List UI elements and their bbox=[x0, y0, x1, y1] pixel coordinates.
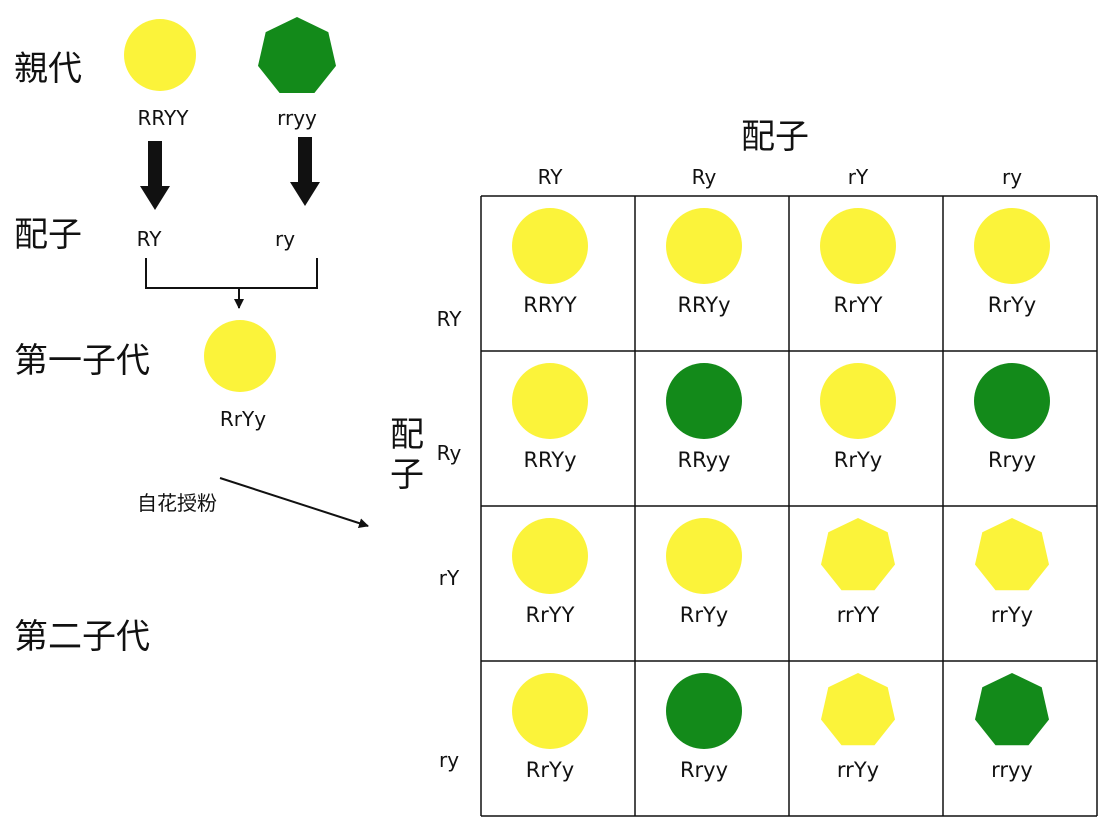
column-header: rY bbox=[848, 165, 869, 189]
gamete-join-bracket bbox=[145, 258, 318, 289]
cell-genotype: Rryy bbox=[988, 448, 1036, 472]
cell-genotype: RRYY bbox=[523, 293, 577, 317]
cell-genotype: rrYy bbox=[991, 603, 1033, 627]
row-header: RY bbox=[437, 307, 463, 331]
parent-generation-label: 親代 bbox=[14, 49, 82, 89]
self-pollination-arrow bbox=[219, 477, 369, 528]
cell-genotype: rryy bbox=[991, 758, 1033, 782]
cell-genotype: RRYy bbox=[677, 293, 730, 317]
punnett-cell: RrYY bbox=[820, 208, 896, 317]
punnett-cell: RRYY bbox=[512, 208, 588, 317]
punnett-cell: Rryy bbox=[974, 363, 1050, 472]
row-headers: RY Ry rY ry bbox=[437, 307, 463, 772]
grid-lines bbox=[480, 195, 1098, 817]
wrinkled-seed-icon bbox=[821, 518, 895, 591]
parent1-seed bbox=[124, 19, 196, 91]
f1-seed bbox=[204, 320, 276, 392]
round-seed-icon bbox=[512, 208, 588, 284]
cell-genotype: RrYy bbox=[680, 603, 728, 627]
round-seed-icon bbox=[512, 363, 588, 439]
cell-genotype: rrYy bbox=[837, 758, 879, 782]
punnett-cell: RRyy bbox=[666, 363, 742, 472]
row-header: Ry bbox=[437, 441, 462, 465]
row-header: rY bbox=[439, 566, 460, 590]
cell-genotype: RrYy bbox=[526, 758, 574, 782]
parent1-genotype: RRYY bbox=[138, 106, 190, 130]
column-headers: RY Ry rY ry bbox=[538, 165, 1023, 189]
column-header: Ry bbox=[692, 165, 717, 189]
cell-genotype: rrYY bbox=[837, 603, 880, 627]
punnett-cell: RrYy bbox=[820, 363, 896, 472]
grid-side-title-top: 配 bbox=[390, 415, 424, 455]
column-header: RY bbox=[538, 165, 564, 189]
punnett-cell: rryy bbox=[975, 673, 1049, 782]
gamete1-label: RY bbox=[137, 227, 163, 251]
punnett-cell: rrYY bbox=[821, 518, 895, 627]
round-seed-icon bbox=[974, 208, 1050, 284]
punnett-cell: RRYy bbox=[666, 208, 742, 317]
f1-generation-label: 第一子代 bbox=[14, 341, 150, 381]
gamete-label: 配子 bbox=[14, 215, 82, 255]
punnett-cell: RrYY bbox=[512, 518, 588, 627]
column-header: ry bbox=[1002, 165, 1022, 189]
cell-genotype: RrYy bbox=[988, 293, 1036, 317]
grid-top-title: 配子 bbox=[741, 117, 809, 157]
punnett-cell: RrYy bbox=[974, 208, 1050, 317]
round-seed-icon bbox=[666, 208, 742, 284]
gamete2-label: ry bbox=[275, 227, 295, 251]
punnett-cell: rrYy bbox=[821, 673, 895, 782]
parent1-down-arrow bbox=[140, 141, 170, 210]
wrinkled-seed-icon bbox=[821, 673, 895, 746]
parent2-genotype: rryy bbox=[277, 106, 317, 130]
parent2-seed bbox=[258, 17, 336, 93]
wrinkled-seed-icon bbox=[975, 673, 1049, 746]
round-seed-icon bbox=[820, 208, 896, 284]
cell-genotype: RRyy bbox=[678, 448, 731, 472]
punnett-cell: RRYy bbox=[512, 363, 588, 472]
round-seed-icon bbox=[666, 673, 742, 749]
round-seed-icon bbox=[512, 673, 588, 749]
parent2-down-arrow bbox=[290, 137, 320, 206]
round-seed-icon bbox=[820, 363, 896, 439]
wrinkled-seed-icon bbox=[975, 518, 1049, 591]
cell-genotype: RrYY bbox=[834, 293, 883, 317]
self-pollination-label: 自花授粉 bbox=[137, 491, 217, 515]
f1-genotype: RrYy bbox=[220, 407, 266, 431]
round-seed-icon bbox=[666, 363, 742, 439]
round-seed-icon bbox=[974, 363, 1050, 439]
round-seed-icon bbox=[512, 518, 588, 594]
punnett-cell: RrYy bbox=[666, 518, 742, 627]
punnett-cell: Rryy bbox=[666, 673, 742, 782]
grid-side-title-bottom: 子 bbox=[390, 455, 424, 495]
cell-genotype: RrYy bbox=[834, 448, 882, 472]
punnett-cell: rrYy bbox=[975, 518, 1049, 627]
punnett-cell: RrYy bbox=[512, 673, 588, 782]
cell-genotype: RRYy bbox=[523, 448, 576, 472]
row-header: ry bbox=[439, 748, 459, 772]
round-seed-icon bbox=[666, 518, 742, 594]
cell-genotype: RrYY bbox=[526, 603, 575, 627]
cell-genotype: Rryy bbox=[680, 758, 728, 782]
f2-generation-label: 第二子代 bbox=[14, 617, 150, 657]
